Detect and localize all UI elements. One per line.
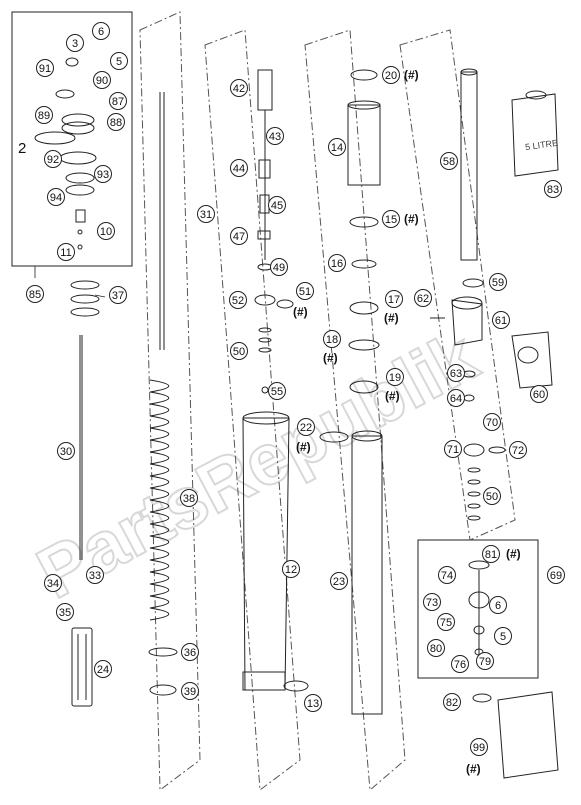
callout-33: 33 — [86, 566, 104, 584]
callout-85: 85 — [26, 285, 44, 303]
group-box-69 — [417, 539, 539, 679]
callout-18: 18 — [323, 330, 341, 348]
callout-94: 94 — [47, 188, 65, 206]
callout-51: 51 — [296, 282, 314, 300]
callout-89: 89 — [35, 106, 53, 124]
lane-damper — [204, 29, 301, 791]
callout-76: 76 — [451, 655, 469, 673]
label-2: 2 — [18, 140, 27, 157]
callout-70: 70 — [483, 413, 501, 431]
callout-11: 11 — [57, 243, 75, 261]
callout-64: 64 — [447, 389, 465, 407]
callout-39: 39 — [181, 682, 199, 700]
callout-5: 5 — [110, 52, 128, 70]
callout-91: 91 — [36, 59, 54, 77]
callout-49: 49 — [270, 258, 288, 276]
callout-44: 44 — [230, 159, 248, 177]
callout-79: 79 — [476, 652, 494, 670]
callout-73: 73 — [423, 593, 441, 611]
callout-10: 10 — [97, 222, 115, 240]
callout-52: 52 — [229, 291, 247, 309]
hash-19: (#) — [385, 389, 400, 403]
callout-35: 35 — [56, 603, 74, 621]
callout-88: 88 — [107, 113, 125, 131]
lane-spring-rod — [139, 11, 201, 791]
callout-62: 62 — [414, 289, 432, 307]
callout-45: 45 — [268, 196, 286, 214]
callout-14: 14 — [328, 138, 346, 156]
callout-36: 36 — [181, 643, 199, 661]
callout-6: 6 — [92, 22, 110, 40]
callout-75: 75 — [437, 613, 455, 631]
hash-99: (#) — [466, 762, 481, 776]
lane-tube — [304, 29, 406, 792]
callout-71: 71 — [444, 440, 462, 458]
callout-50-right: 50 — [483, 487, 501, 505]
callout-90: 90 — [93, 71, 111, 89]
callout-5-right: 5 — [494, 627, 512, 645]
hash-51: (#) — [293, 305, 308, 319]
callout-81: 81 — [482, 545, 500, 563]
callout-19: 19 — [386, 368, 404, 386]
callout-3: 3 — [66, 34, 84, 52]
callout-12: 12 — [282, 560, 300, 578]
callout-99: 99 — [470, 738, 488, 756]
callout-23: 23 — [330, 572, 348, 590]
callout-58: 58 — [440, 152, 458, 170]
callout-61: 61 — [492, 311, 510, 329]
callout-74: 74 — [438, 566, 456, 584]
callout-31: 31 — [197, 205, 215, 223]
group-box-85 — [11, 11, 133, 267]
callout-72: 72 — [509, 441, 527, 459]
hash-15: (#) — [404, 212, 419, 226]
callout-83: 83 — [544, 180, 562, 198]
callout-80: 80 — [427, 639, 445, 657]
callout-93: 93 — [94, 165, 112, 183]
callout-22: 22 — [297, 418, 315, 436]
callout-55: 55 — [268, 382, 286, 400]
callout-6-right: 6 — [489, 596, 507, 614]
callout-38: 38 — [180, 489, 198, 507]
lane-cartridge — [399, 29, 516, 541]
callout-24: 24 — [94, 660, 112, 678]
callout-63: 63 — [447, 364, 465, 382]
callout-20: 20 — [382, 66, 400, 84]
callout-82: 82 — [443, 693, 461, 711]
hash-81: (#) — [506, 547, 521, 561]
callout-15: 15 — [382, 210, 400, 228]
callout-37: 37 — [109, 286, 127, 304]
callout-69: 69 — [547, 566, 565, 584]
callout-87: 87 — [109, 92, 127, 110]
hash-17: (#) — [384, 311, 399, 325]
hash-18: (#) — [323, 351, 338, 365]
callout-42: 42 — [230, 79, 248, 97]
hash-22: (#) — [296, 440, 311, 454]
callout-17: 17 — [385, 290, 403, 308]
callout-16: 16 — [328, 254, 346, 272]
callout-30: 30 — [57, 442, 75, 460]
callout-50-left: 50 — [230, 342, 248, 360]
hash-20: (#) — [404, 68, 419, 82]
callout-34: 34 — [44, 574, 62, 592]
callout-92: 92 — [44, 150, 62, 168]
callout-60: 60 — [530, 385, 548, 403]
callout-47: 47 — [230, 227, 248, 245]
callout-13: 13 — [304, 694, 322, 712]
callout-43: 43 — [266, 127, 284, 145]
callout-59: 59 — [489, 273, 507, 291]
